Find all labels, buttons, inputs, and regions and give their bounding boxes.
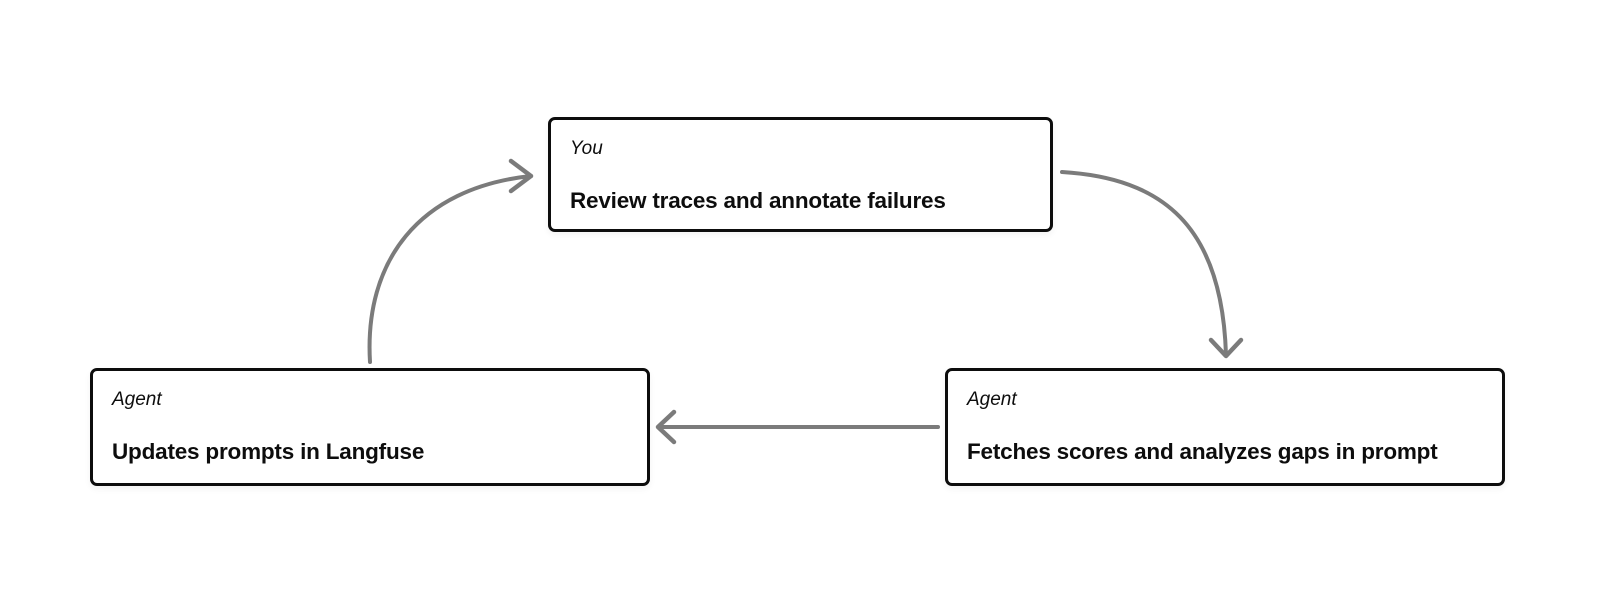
node-actor-label: Agent xyxy=(112,389,162,410)
node-actor-label: You xyxy=(570,138,603,159)
node-fetch-scores: Agent Fetches scores and analyzes gaps i… xyxy=(945,368,1505,486)
node-title: Updates prompts in Langfuse xyxy=(112,439,425,464)
arrowhead-left-icon xyxy=(655,409,677,445)
arrow-curve xyxy=(367,174,533,364)
arrow-fetch-to-update xyxy=(655,409,940,445)
node-title: Fetches scores and analyzes gaps in prom… xyxy=(967,439,1438,464)
node-review-traces: You Review traces and annotate failures xyxy=(548,117,1053,232)
arrowhead-down-icon xyxy=(1208,337,1244,359)
node-actor-label: Agent xyxy=(967,389,1017,410)
node-update-prompts: Agent Updates prompts in Langfuse xyxy=(90,368,650,486)
arrow-review-to-fetch xyxy=(1060,170,1244,359)
node-title: Review traces and annotate failures xyxy=(570,188,946,213)
arrow-update-to-review xyxy=(367,158,534,364)
arrowhead-right-icon xyxy=(508,158,534,194)
arrow-curve xyxy=(1060,170,1228,357)
